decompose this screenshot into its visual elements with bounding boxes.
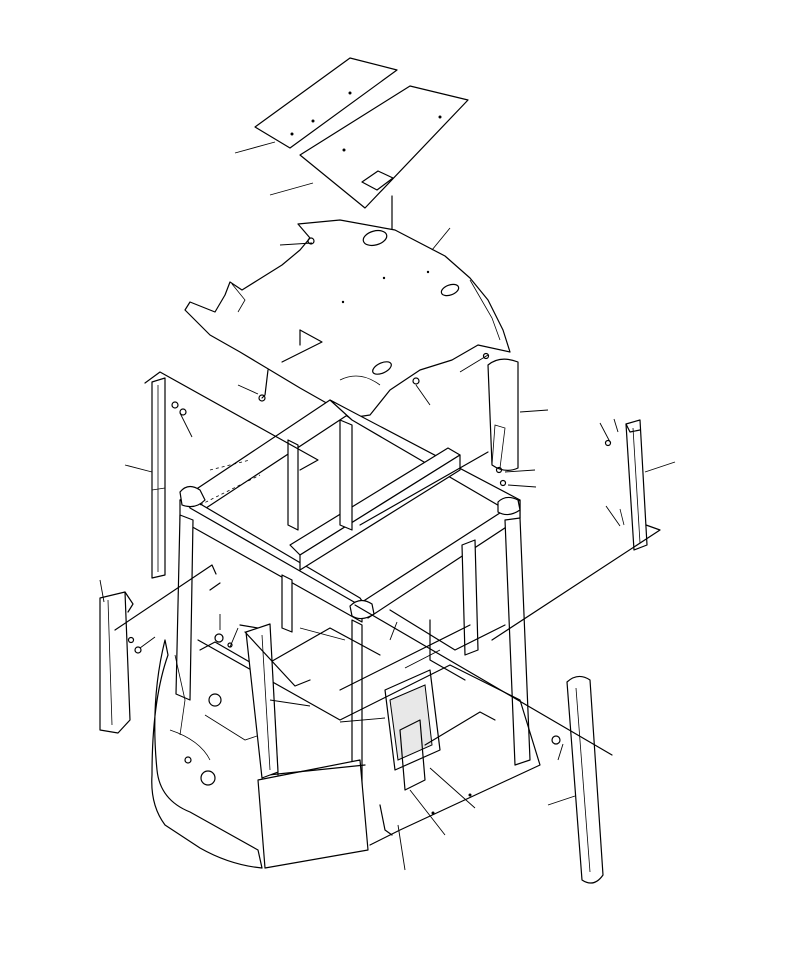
- roof-liner-guide: [281, 329, 323, 363]
- front-right-pillar-cover: [487, 358, 519, 471]
- right-column-cover: [566, 675, 604, 884]
- callout-leaders: [99, 141, 676, 871]
- rear-left-pillar-trim: [151, 377, 166, 579]
- fasteners: [127, 237, 612, 745]
- roof-cover-panel-a: [254, 57, 398, 149]
- rear-right-pillar-trim: [619, 419, 648, 551]
- cab-frame: [151, 399, 541, 869]
- liner-stud: [261, 369, 269, 399]
- roof-inner-liner: [184, 219, 511, 419]
- left-corner-trim: [99, 591, 134, 734]
- locator-lines: [114, 371, 661, 756]
- roof-cover-panel-b: [299, 85, 469, 209]
- lower-side-panel: [245, 623, 279, 779]
